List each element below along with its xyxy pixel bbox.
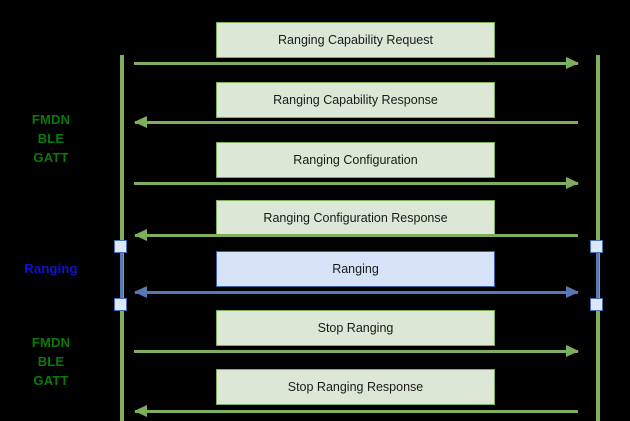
- arrow-shaft: [135, 291, 578, 294]
- arrowhead-left-icon: [134, 229, 147, 241]
- lifeline-right: [596, 55, 600, 421]
- message-box-ranging-configuration-response: Ranging Configuration Response: [216, 200, 495, 236]
- phase-label-fmdn-bottom: FMDN BLE GATT: [31, 335, 71, 388]
- arrowhead-left-icon: [134, 286, 147, 298]
- message-box-ranging: Ranging: [216, 251, 495, 287]
- arrow-shaft: [135, 234, 578, 237]
- message-box-ranging-capability-request: Ranging Capability Request: [216, 22, 495, 58]
- message-box-stop-ranging-response: Stop Ranging Response: [216, 369, 495, 405]
- arrow-stop-ranging-response: [134, 405, 578, 417]
- message-box-ranging-capability-response: Ranging Capability Response: [216, 82, 495, 118]
- arrow-ranging-configuration-response: [134, 229, 578, 241]
- arrow-ranging-configuration: [134, 177, 579, 189]
- arrow-stop-ranging: [134, 345, 579, 357]
- activation-bar-left: [120, 246, 123, 305]
- arrow-shaft: [134, 62, 578, 65]
- message-box-stop-ranging: Stop Ranging: [216, 310, 495, 346]
- arrow-ranging-capability-request: [134, 57, 579, 69]
- activation-node-left-start: [114, 240, 127, 253]
- arrowhead-right-icon: [566, 177, 579, 189]
- lifeline-left: [120, 55, 124, 421]
- activation-node-right-start: [590, 240, 603, 253]
- arrow-ranging-bidirectional: [134, 286, 579, 298]
- message-box-ranging-configuration: Ranging Configuration: [216, 142, 495, 178]
- phase-label-fmdn-top: FMDN BLE GATT: [31, 112, 71, 165]
- phase-label-ranging: Ranging: [24, 261, 78, 276]
- activation-node-right-end: [590, 298, 603, 311]
- arrowhead-right-icon: [566, 345, 579, 357]
- arrow-ranging-capability-response: [134, 116, 578, 128]
- arrow-shaft: [135, 410, 578, 413]
- arrow-shaft: [134, 350, 578, 353]
- arrowhead-right-icon: [566, 57, 579, 69]
- activation-bar-right: [596, 246, 599, 305]
- arrowhead-left-icon: [134, 405, 147, 417]
- arrow-shaft: [134, 182, 578, 185]
- arrowhead-left-icon: [134, 116, 147, 128]
- activation-node-left-end: [114, 298, 127, 311]
- arrow-shaft: [135, 121, 578, 124]
- arrowhead-right-icon: [566, 286, 579, 298]
